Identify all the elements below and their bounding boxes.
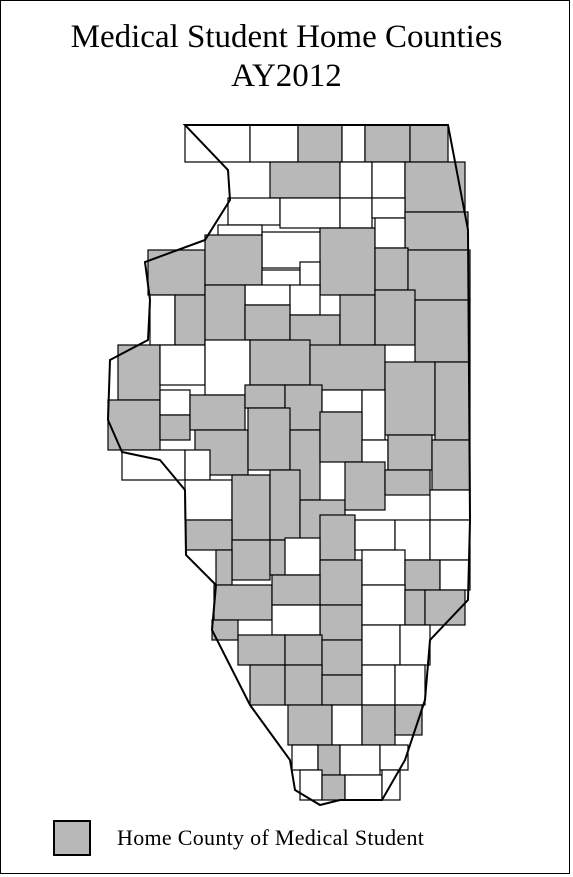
county-shaded bbox=[117, 344, 161, 401]
county-shaded bbox=[185, 519, 233, 551]
county-unshaded bbox=[271, 604, 321, 636]
county-shaded bbox=[404, 559, 441, 591]
county-unshaded bbox=[149, 294, 176, 346]
county-unshaded bbox=[184, 449, 211, 481]
county-shaded bbox=[174, 294, 206, 346]
county-shaded bbox=[404, 161, 466, 213]
county-shaded bbox=[409, 124, 449, 163]
county-shaded bbox=[237, 634, 286, 666]
legend-label: Home County of Medical Student bbox=[117, 825, 425, 850]
county-unshaded bbox=[339, 744, 381, 776]
county-shaded bbox=[431, 439, 471, 491]
county-shaded bbox=[159, 414, 191, 441]
county-unshaded bbox=[361, 624, 401, 666]
county-shaded bbox=[269, 469, 301, 541]
county-shaded bbox=[319, 559, 363, 606]
county-shaded bbox=[269, 161, 341, 199]
county-shaded bbox=[287, 704, 333, 746]
county-shaded bbox=[407, 249, 471, 301]
county-shaded bbox=[247, 407, 291, 471]
county-unshaded bbox=[184, 124, 251, 163]
county-shaded bbox=[374, 289, 416, 346]
county-unshaded bbox=[331, 704, 363, 746]
county-shaded bbox=[319, 604, 363, 641]
county-shaded bbox=[321, 639, 363, 676]
county-unshaded bbox=[284, 537, 321, 576]
legend-swatch bbox=[53, 820, 91, 856]
county-unshaded bbox=[429, 519, 471, 561]
county-unshaded bbox=[371, 161, 406, 199]
county-unshaded bbox=[361, 664, 396, 706]
county-shaded bbox=[374, 247, 409, 291]
county-shaded bbox=[204, 234, 263, 286]
county-unshaded bbox=[429, 489, 471, 521]
county-shaded bbox=[344, 461, 386, 511]
county-shaded bbox=[107, 399, 161, 451]
county-shaded bbox=[204, 284, 246, 346]
county-shaded bbox=[321, 674, 363, 706]
county-unshaded bbox=[321, 389, 363, 413]
county-unshaded bbox=[249, 124, 299, 163]
county-shaded bbox=[297, 124, 343, 163]
county-unshaded bbox=[361, 549, 406, 586]
county-unshaded bbox=[339, 197, 373, 229]
county-unshaded bbox=[374, 217, 406, 249]
legend: Home County of Medical Student bbox=[53, 818, 424, 858]
county-unshaded bbox=[204, 339, 251, 396]
county-unshaded bbox=[339, 161, 373, 199]
county-unshaded bbox=[361, 584, 406, 626]
county-unshaded bbox=[291, 744, 319, 771]
county-unshaded bbox=[361, 389, 386, 441]
county-shaded bbox=[215, 549, 233, 586]
county-shaded bbox=[249, 339, 311, 386]
county-shaded bbox=[404, 589, 426, 626]
county-unshaded bbox=[289, 284, 321, 316]
county-shaded bbox=[284, 634, 323, 666]
county-shaded bbox=[384, 469, 431, 496]
county-shaded bbox=[284, 664, 323, 706]
county-shaded bbox=[213, 584, 273, 621]
state-outline bbox=[106, 124, 472, 807]
map-title: Medical Student Home Counties AY2012 bbox=[0, 18, 573, 96]
county-shaded bbox=[361, 704, 396, 746]
county-shaded bbox=[231, 539, 271, 581]
county-shaded bbox=[319, 411, 363, 463]
county-unshaded bbox=[279, 197, 341, 229]
county-unshaded bbox=[394, 664, 426, 706]
map-title-line2: AY2012 bbox=[231, 58, 342, 94]
county-unshaded bbox=[244, 284, 291, 306]
county-unshaded bbox=[354, 519, 396, 551]
county-unshaded bbox=[399, 624, 431, 666]
county-shaded bbox=[244, 384, 286, 409]
county-shaded bbox=[339, 294, 376, 346]
map-title-line1: Medical Student Home Counties bbox=[70, 19, 503, 55]
county-shaded bbox=[364, 124, 411, 163]
county-shaded bbox=[319, 514, 356, 561]
county-unshaded bbox=[439, 559, 471, 591]
county-unshaded bbox=[379, 744, 409, 771]
county-unshaded bbox=[159, 389, 191, 416]
county-shaded bbox=[271, 574, 321, 606]
county-unshaded bbox=[159, 344, 206, 386]
county-layer bbox=[106, 124, 472, 807]
county-shaded bbox=[321, 774, 346, 801]
county-shaded bbox=[249, 664, 286, 706]
county-unshaded bbox=[341, 124, 366, 163]
county-shaded bbox=[387, 434, 433, 471]
county-unshaded bbox=[344, 774, 383, 801]
county-unshaded bbox=[371, 197, 406, 219]
county-unshaded bbox=[227, 197, 281, 226]
county-shaded bbox=[434, 361, 471, 441]
county-shaded bbox=[244, 304, 291, 341]
county-shaded bbox=[414, 299, 471, 363]
county-shaded bbox=[319, 227, 376, 296]
county-shaded bbox=[231, 474, 271, 541]
county-shaded bbox=[189, 394, 246, 431]
county-shaded bbox=[424, 589, 466, 626]
county-shaded bbox=[404, 211, 469, 251]
county-shaded bbox=[309, 344, 386, 391]
county-shaded bbox=[384, 361, 436, 436]
county-unshaded bbox=[184, 479, 233, 521]
